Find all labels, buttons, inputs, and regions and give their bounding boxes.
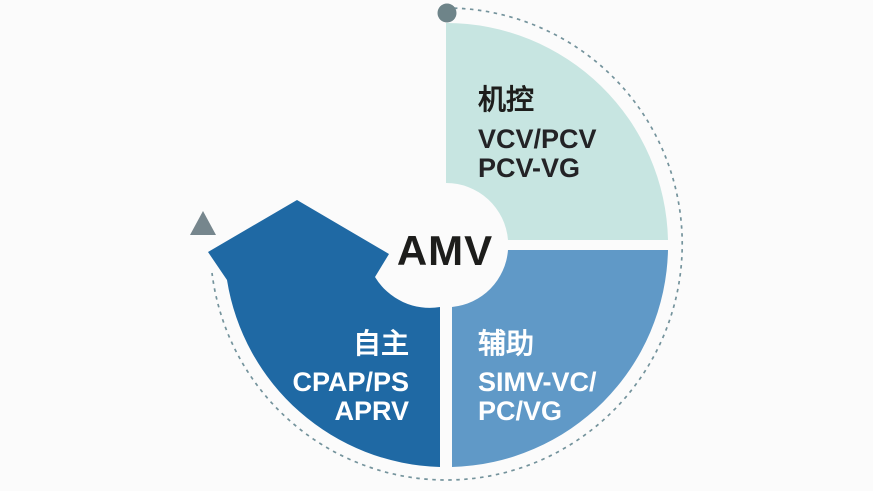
segment-machine-controlled: [446, 22, 668, 240]
segment-assisted-label: 辅助: [478, 328, 534, 359]
segment-assisted-mode-1: SIMV-VC/: [478, 367, 597, 397]
segment-machine-controlled-mode-2: PCV-VG: [478, 153, 580, 183]
segment-machine-controlled-mode-1: VCV/PCV: [478, 124, 597, 154]
center-title: AMV: [397, 227, 493, 274]
segment-assisted: [452, 250, 668, 467]
segment-machine-controlled-label: 机控: [478, 84, 534, 115]
segment-assisted-mode-2: PC/VG: [478, 396, 562, 426]
segment-spontaneous-arrow: [208, 200, 440, 467]
cycle-arrowhead-icon: [190, 211, 216, 235]
segment-spontaneous-mode-2: APRV: [334, 396, 409, 426]
cycle-start-dot-icon: [437, 3, 457, 23]
segment-spontaneous-label: 自主: [353, 328, 409, 359]
segment-spontaneous-mode-1: CPAP/PS: [292, 367, 409, 397]
